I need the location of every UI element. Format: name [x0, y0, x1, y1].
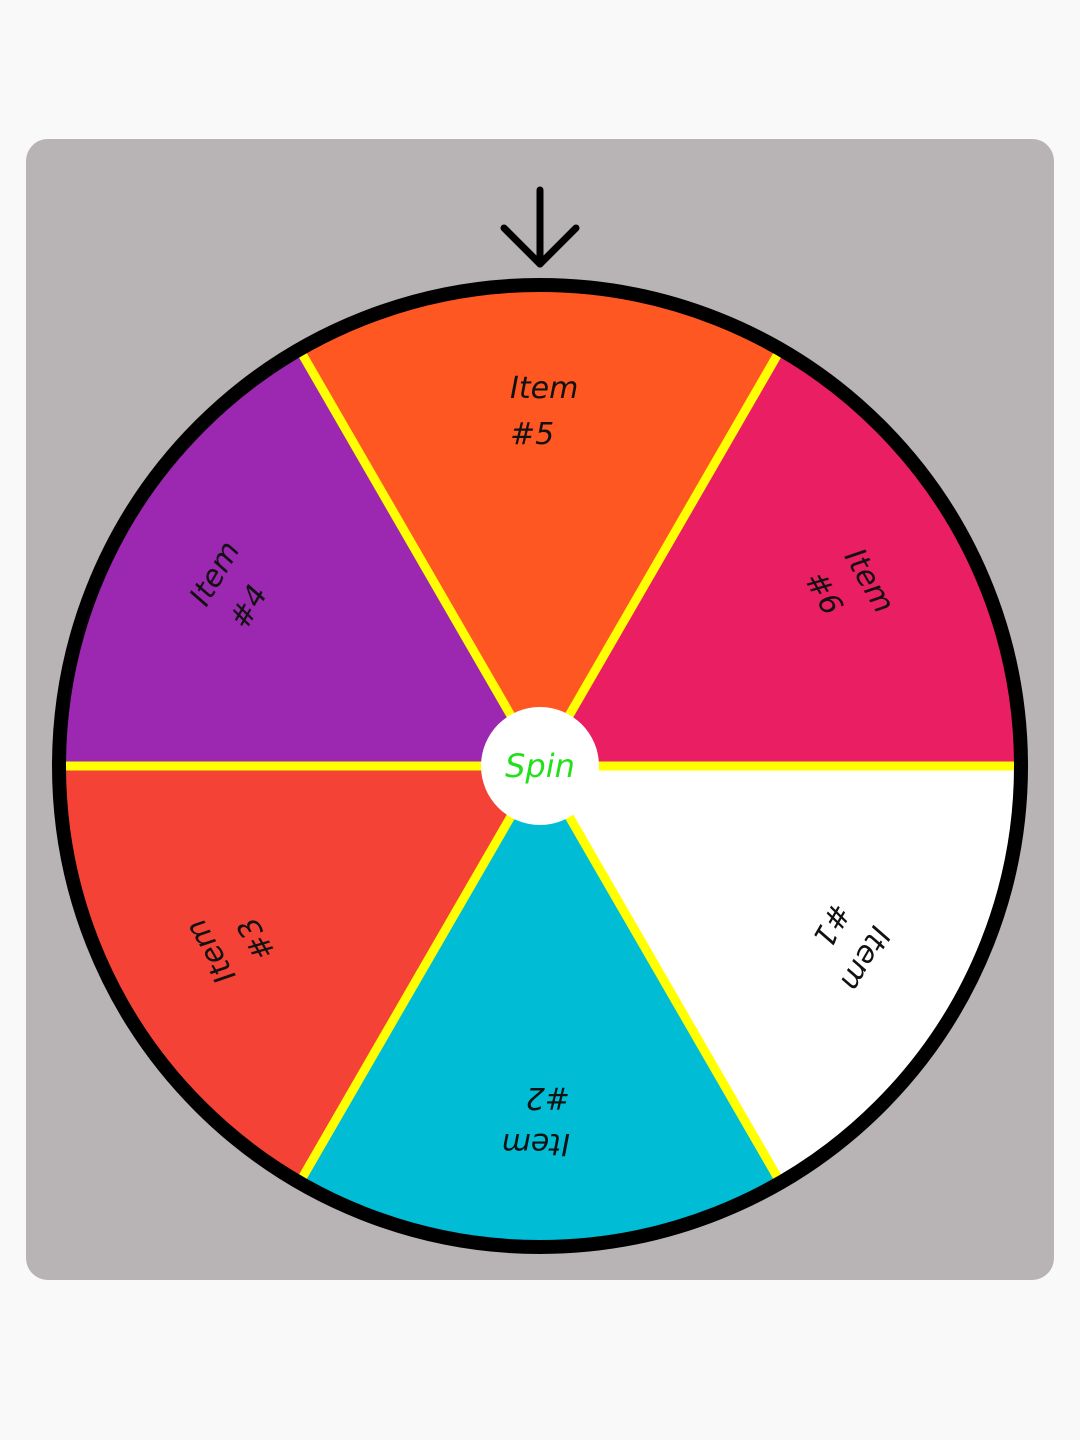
- segment-divider: [298, 763, 544, 1181]
- spin-button[interactable]: Spin: [481, 707, 599, 825]
- segment-divider: [536, 351, 782, 769]
- segment-label: Item#5: [510, 371, 578, 452]
- wheel-segment: [302, 289, 778, 766]
- segment-divider: [536, 763, 782, 1181]
- wheel-segment: [540, 766, 1016, 1179]
- spin-button-label[interactable]: Spin: [505, 747, 575, 785]
- arrow-down-icon: [500, 186, 580, 268]
- wheel-segment: [64, 766, 540, 1179]
- spin-button-circle[interactable]: [481, 707, 599, 825]
- segment-divider: [298, 351, 544, 769]
- wheel-segment: [540, 353, 1016, 766]
- wheel-segment: [64, 353, 540, 766]
- wheel-rim: [52, 278, 1028, 1254]
- wheel-segment: [302, 766, 778, 1243]
- segment-label: Item#2: [502, 1080, 570, 1161]
